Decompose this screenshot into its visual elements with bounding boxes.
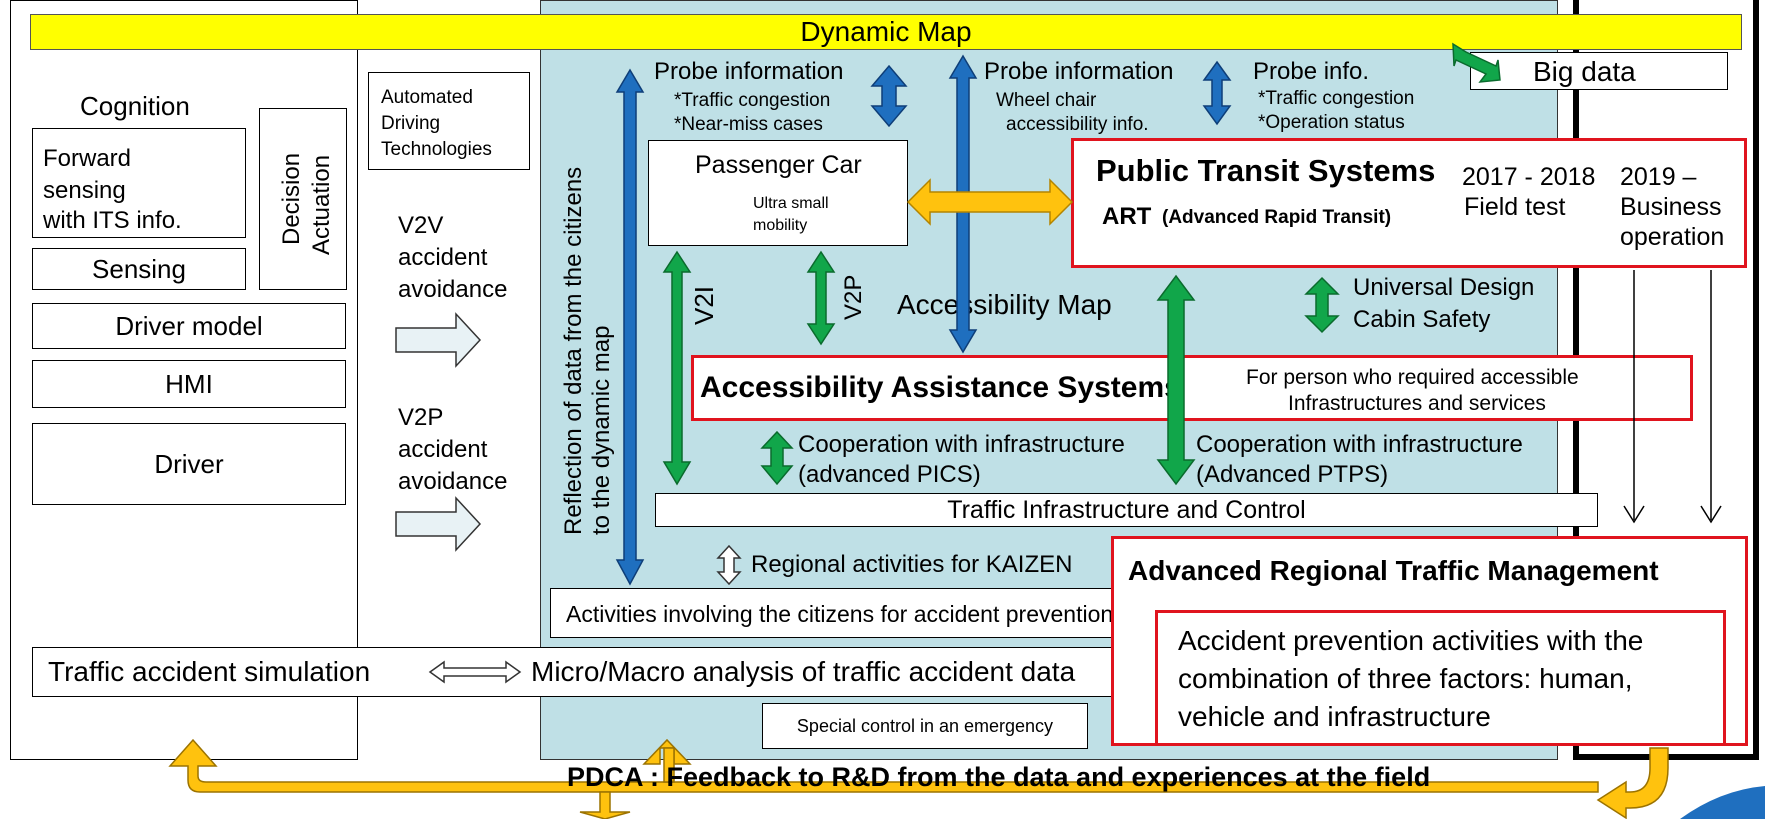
regional-double-arrow — [716, 544, 742, 586]
accessibility-desc-line: Infrastructures and services — [1288, 392, 1546, 415]
business-years: 2019 – — [1620, 163, 1697, 191]
traffic-infrastructure-label: Traffic Infrastructure and Control — [947, 495, 1306, 524]
ultra-small-line: Ultra small — [753, 195, 829, 212]
v2v-line: V2V — [398, 212, 444, 239]
probe3-item: *Operation status — [1258, 112, 1405, 133]
citizens-activities-label: Activities involving the citizens for ac… — [566, 601, 1114, 627]
probe3-item: *Traffic congestion — [1258, 88, 1415, 109]
logo-arc — [1680, 786, 1765, 819]
accessibility-map-label: Accessibility Map — [897, 289, 1112, 320]
probe3-title: Probe info. — [1253, 58, 1370, 85]
business-label: operation — [1620, 223, 1725, 251]
accident-prevention-line: combination of three factors: human, — [1178, 663, 1633, 694]
simulation-double-arrow — [428, 660, 522, 684]
probe1-item: *Traffic congestion — [674, 90, 831, 111]
automated-driving-box: Automated Driving Technologies — [368, 72, 530, 170]
regional-traffic-management-title: Advanced Regional Traffic Management — [1128, 555, 1659, 586]
big-data-box: Big data — [1470, 52, 1728, 90]
sensing-label: Sensing — [92, 253, 186, 284]
forward-sensing-line: sensing — [43, 177, 126, 204]
field-test-label: Field test — [1464, 193, 1566, 221]
pdca-feedback-arrow — [168, 738, 1669, 819]
dynamic-map-label: Dynamic Map — [800, 16, 972, 47]
coop-ptps-line: (Advanced PTPS) — [1196, 461, 1389, 488]
special-control-box: Special control in an emergency — [762, 703, 1088, 749]
accessibility-assistance-title: Accessibility Assistance Systems — [700, 371, 1181, 404]
dynamic-map-bar: Dynamic Map — [30, 14, 1742, 50]
modal-shift-arrow — [906, 178, 1074, 226]
automated-line: Technologies — [381, 139, 492, 160]
cognition-label: Cognition — [80, 91, 190, 121]
green-double-arrow — [662, 42, 1501, 486]
v2v-line: accident — [398, 244, 488, 271]
universal-design-line: Cabin Safety — [1353, 306, 1491, 333]
probe1-title: Probe information — [654, 58, 844, 85]
sensing-box: Sensing — [32, 248, 246, 290]
art-sub-label: (Advanced Rapid Transit) — [1162, 207, 1392, 228]
hmi-box: HMI — [32, 360, 346, 408]
decision-actuation-box — [259, 108, 347, 290]
pdca-label: PDCA : Feedback to R&D from the data and… — [567, 762, 1431, 792]
white-outline-arrow — [395, 312, 482, 552]
analysis-label: Micro/Macro analysis of traffic accident… — [531, 656, 1076, 687]
driver-box: Driver — [32, 423, 346, 505]
regional-activities-label: Regional activities for KAIZEN — [751, 551, 1073, 578]
coop-ptps-line: Cooperation with infrastructure — [1196, 431, 1523, 458]
simulation-label: Traffic accident simulation — [48, 656, 371, 687]
passenger-car-box: Passenger Car Ultra small mobility — [648, 140, 908, 246]
passenger-car-label: Passenger Car — [695, 151, 862, 179]
traffic-infrastructure-box: Traffic Infrastructure and Control — [655, 493, 1598, 527]
accident-prevention-line: vehicle and infrastructure — [1178, 701, 1491, 732]
driver-label: Driver — [154, 448, 224, 479]
coop-pics-line: Cooperation with infrastructure — [798, 431, 1125, 458]
special-control-label: Special control in an emergency — [796, 715, 1054, 736]
art-label: ART — [1102, 203, 1152, 230]
driver-model-label: Driver model — [115, 310, 263, 341]
analysis-bar: Traffic accident simulation Micro/Macro … — [32, 647, 1172, 697]
public-transit-box: Public Transit Systems ART (Advanced Rap… — [1071, 138, 1747, 268]
thin-black-arrow — [1623, 270, 1722, 524]
big-data-label: Big data — [1533, 56, 1636, 87]
probe2-item: Wheel chair — [996, 90, 1097, 111]
probe1-item: *Near-miss cases — [674, 114, 823, 135]
accident-prevention-box: Accident prevention activities with the … — [1155, 610, 1726, 746]
probe2-title: Probe information — [984, 58, 1174, 85]
automated-line: Automated — [381, 87, 473, 108]
v2v-line: avoidance — [398, 276, 508, 303]
probe2-item: accessibility info. — [1006, 114, 1149, 135]
accessibility-assistance-box: Accessibility Assistance Systems For per… — [691, 355, 1693, 421]
driver-model-box: Driver model — [32, 303, 346, 349]
forward-sensing-line: Forward — [43, 145, 132, 172]
v2p-line: accident — [398, 436, 488, 463]
v2p-line: avoidance — [398, 468, 508, 495]
automated-line: Driving — [381, 113, 441, 134]
business-label: Business — [1620, 193, 1722, 221]
forward-sensing-box: Forward sensing with ITS info. — [32, 128, 246, 238]
universal-design-line: Universal Design — [1353, 274, 1535, 301]
accident-prevention-line: Accident prevention activities with the — [1178, 625, 1644, 656]
blue-double-arrow — [870, 60, 1232, 128]
accessibility-desc-line: For person who required accessible — [1246, 366, 1579, 389]
hmi-label: HMI — [165, 368, 213, 399]
v2p-line: V2P — [398, 404, 444, 431]
ultra-small-line: mobility — [753, 217, 808, 234]
blue-vertical-arrow — [615, 68, 645, 586]
forward-sensing-line: with ITS info. — [43, 207, 182, 234]
public-transit-title: Public Transit Systems — [1096, 153, 1436, 188]
field-test-years: 2017 - 2018 — [1462, 163, 1596, 191]
coop-pics-line: (advanced PICS) — [798, 461, 981, 488]
